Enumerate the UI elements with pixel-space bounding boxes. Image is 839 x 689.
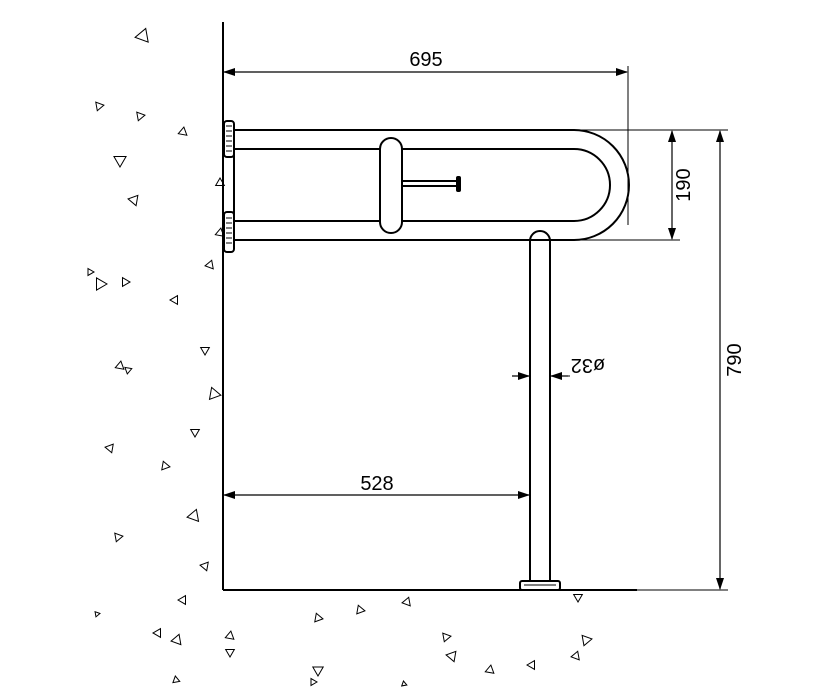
aggregate-triangle [104, 443, 114, 454]
aggregate-triangle [356, 604, 366, 615]
dimension-bar-spacing: 190 [574, 129, 695, 241]
aggregate-triangle [314, 612, 324, 623]
aggregate-triangle [172, 675, 181, 684]
aggregate-triangle [124, 366, 133, 375]
wall-flange-top [223, 120, 235, 158]
aggregate-triangle [186, 508, 200, 523]
aggregate-triangle [199, 346, 211, 357]
aggregate-triangle [204, 259, 214, 270]
aggregate-triangle [199, 561, 209, 572]
dimension-tube-diameter: ø32 [512, 354, 605, 380]
aggregate-triangle [87, 267, 96, 277]
bar-sleeve [379, 137, 403, 234]
grab-bar-tube [233, 129, 630, 241]
aggregate-triangle [214, 176, 226, 187]
dimension-bar-spacing-label: 190 [673, 168, 695, 201]
aggregate-triangle [224, 630, 235, 640]
aggregate-triangle [208, 386, 222, 401]
aggregate-triangle [224, 648, 236, 659]
aggregate-triangle [189, 428, 201, 439]
aggregate-triangle [581, 634, 593, 647]
aggregate-triangle [114, 360, 125, 370]
aggregate-triangle [311, 666, 325, 678]
aggregate-triangle [161, 460, 171, 471]
aggregate-triangle [96, 277, 108, 291]
aggregate-triangle [151, 627, 162, 639]
aggregate-triangle [134, 27, 149, 43]
aggregate-triangle [95, 101, 105, 112]
aggregate-triangle [401, 596, 411, 607]
aggregate-triangle [570, 650, 580, 661]
aggregate-triangle [310, 677, 318, 687]
aggregate-triangle [168, 294, 179, 306]
aggregate-triangle [177, 126, 188, 136]
aggregate-triangle [526, 659, 535, 671]
aggregate-triangle [400, 680, 408, 687]
roll-holder-pin [402, 176, 461, 192]
aggregate-triangle [445, 650, 457, 663]
wall-flange-bottom [223, 211, 235, 253]
dimension-leg-offset: 528 [223, 473, 530, 499]
support-leg [529, 230, 551, 582]
dimension-overall-height-label: 790 [724, 343, 746, 376]
dimension-leg-offset-label: 528 [360, 473, 393, 495]
aggregate-triangle [484, 664, 495, 674]
dimension-overall-width: 695 [223, 49, 629, 225]
dimension-tube-diameter-label: ø32 [571, 354, 605, 376]
aggregate-triangle [114, 532, 124, 543]
aggregate-triangle [572, 593, 584, 604]
dimension-overall-width-label: 695 [409, 49, 442, 71]
aggregate-triangle [177, 594, 186, 606]
concrete-hatch [87, 27, 593, 687]
aggregate-triangle [94, 610, 101, 618]
aggregate-triangle [127, 194, 139, 207]
aggregate-triangle [136, 111, 146, 122]
aggregate-triangle [442, 632, 452, 643]
aggregate-triangle [170, 633, 182, 646]
aggregate-triangle [113, 155, 127, 169]
aggregate-triangle [121, 276, 132, 288]
dimension-overall-height: 790 [637, 129, 746, 591]
leg-floor-plate [519, 580, 561, 591]
